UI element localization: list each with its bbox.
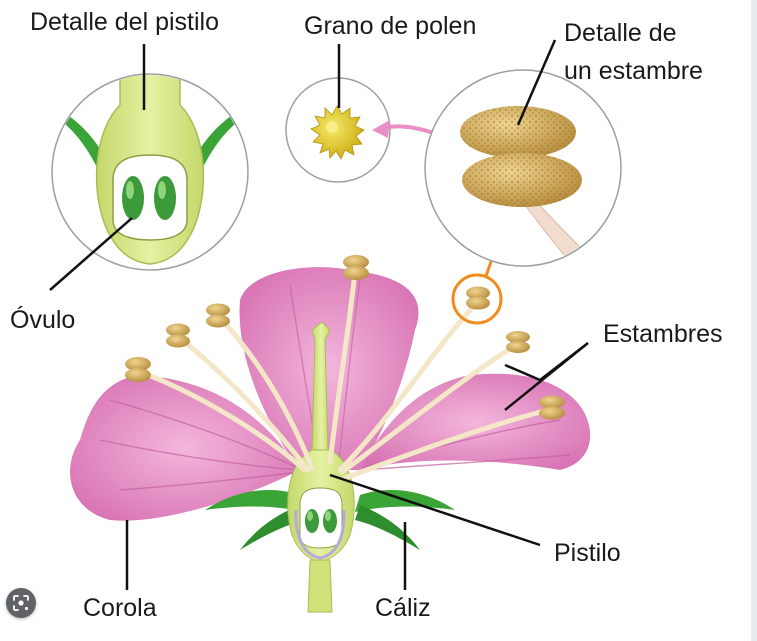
label-stamens: Estambres [603, 320, 723, 348]
label-corolla: Corola [83, 594, 157, 622]
corolla-petals [70, 267, 591, 521]
label-ovule: Óvulo [10, 306, 76, 334]
sepal-left [205, 490, 305, 512]
label-pistil-detail: Detalle del pistilo [30, 8, 219, 36]
receptacle-stem [307, 559, 333, 613]
stamen-detail-inset [424, 69, 622, 267]
lens-search-button[interactable] [6, 588, 36, 618]
label-calyx: Cáliz [375, 594, 431, 622]
stamen-anthers [125, 255, 565, 420]
pistil-style [311, 321, 331, 456]
petal-left [70, 375, 300, 521]
lens-search-icon [13, 595, 29, 611]
sepal-right-2 [355, 505, 420, 550]
petal-right [360, 373, 591, 470]
petal-back-center [239, 267, 419, 470]
label-stamen-detail-line2: un estambre [564, 57, 703, 85]
label-pollen-grain: Grano de polen [304, 12, 477, 40]
pistil-detail-inset [51, 73, 249, 271]
pollen-grain [310, 105, 365, 160]
pollen-grain-inset [285, 77, 391, 183]
stamen-highlight-ring [451, 273, 503, 325]
leader-lines [49, 39, 589, 590]
label-pistil: Pistilo [554, 539, 621, 567]
label-stamen-detail-line1: Detalle de [564, 19, 677, 47]
scrollbar-track[interactable] [751, 0, 757, 641]
